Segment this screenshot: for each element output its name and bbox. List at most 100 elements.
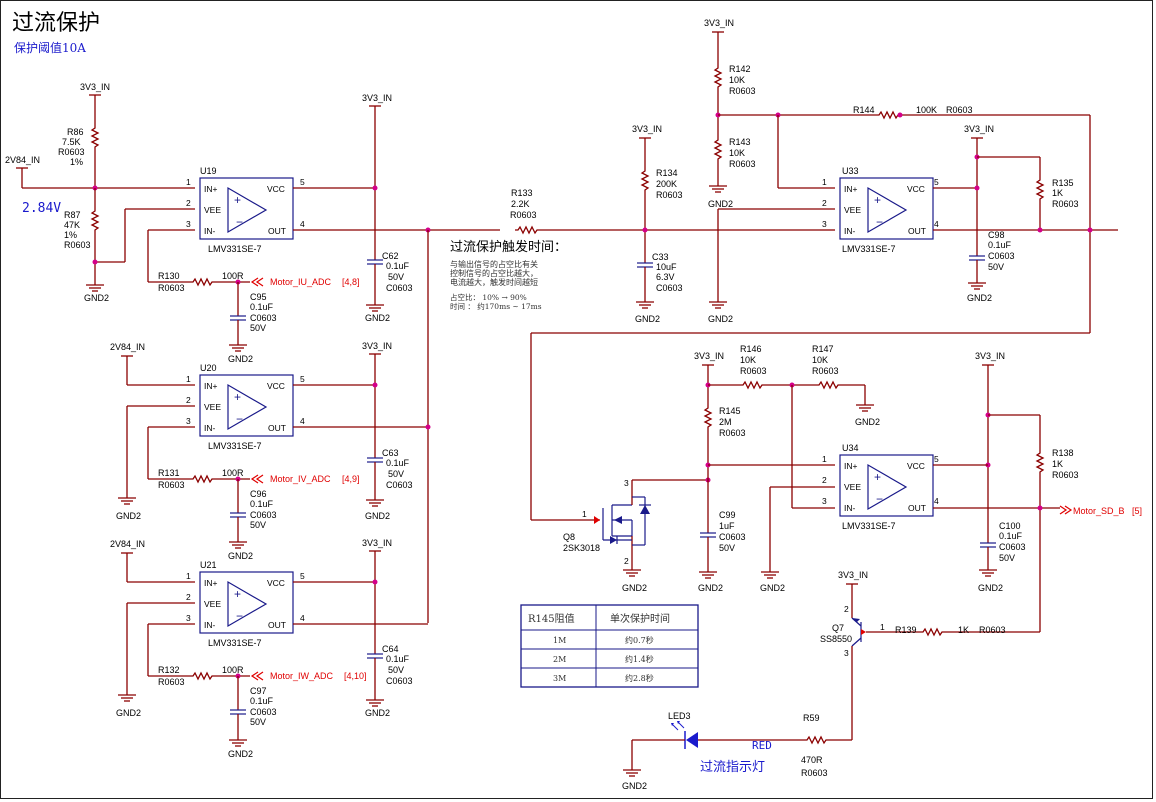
port-motor-iw-ref: [4,10] (344, 671, 367, 681)
net-3v3-r134: 3V3_IN (632, 124, 662, 134)
indicator-label: 过流指示灯 (700, 760, 765, 775)
u19-pin-out: OUT (268, 226, 286, 236)
u20-p4: 4 (300, 416, 305, 426)
gnd-c97: GND2 (228, 749, 253, 759)
net-2v84-left: 2V84_IN (5, 155, 40, 165)
c96-pkg: C0603 (250, 510, 277, 520)
led-icon (686, 732, 698, 748)
c95-pkg: C0603 (250, 313, 277, 323)
gnd-r87: GND2 (84, 293, 109, 303)
u33-ref: U33 (842, 166, 859, 176)
gnd-c63: GND2 (365, 511, 390, 521)
net-3v3-c98: 3V3_IN (964, 124, 994, 134)
c63-volt: 50V (388, 469, 404, 479)
c99-ref: C99 (719, 510, 736, 520)
net-3v3-r86: 3V3_IN (80, 82, 110, 92)
c64-volt: 50V (388, 665, 404, 675)
r86-ref: R86 (67, 127, 84, 137)
u21-p1: 1 (186, 571, 191, 581)
c62-ref: C62 (382, 251, 399, 261)
c97-volt: 50V (250, 717, 266, 727)
r130-ref: R130 (158, 271, 180, 281)
r142-value: 10K (729, 75, 745, 85)
gnd-c64: GND2 (365, 708, 390, 718)
port-motor-iw: Motor_IW_ADC (270, 671, 334, 681)
gnd-c95: GND2 (228, 354, 253, 364)
r135-value: 1K (1052, 188, 1063, 198)
r145-pkg: R0603 (719, 428, 746, 438)
u34-p2: 2 (822, 475, 827, 485)
c98-value: 0.1uF (988, 240, 1012, 250)
r146-value: 10K (740, 355, 756, 365)
table-header-r145: R145阻值 (528, 612, 575, 625)
c97-pkg: C0603 (250, 707, 277, 717)
r138-value: 1K (1052, 459, 1063, 469)
svg-text:−: − (876, 492, 883, 506)
u19-pin-vee: VEE (204, 205, 221, 215)
svg-text:+: + (874, 193, 881, 207)
net-3v3-r146: 3V3_IN (694, 351, 724, 361)
u33-pin-vcc: VCC (907, 184, 925, 194)
u20-pin-vee: VEE (204, 402, 221, 412)
r59-ref: R59 (803, 713, 820, 723)
u34-ref: U34 (842, 443, 859, 453)
u34-p5: 5 (934, 454, 939, 464)
q8-pin3: 3 (624, 478, 629, 488)
r139-ref: R139 (895, 625, 917, 635)
u19-ref: U19 (200, 166, 217, 176)
q7-ref: Q7 (832, 623, 844, 633)
r86-value: 7.5K (62, 137, 81, 147)
gnd-u21-vee: GND2 (116, 708, 141, 718)
r87-tol: 1% (64, 230, 77, 240)
r147-ref: R147 (812, 344, 834, 354)
u19-p3: 3 (186, 219, 191, 229)
r145-value: 2M (719, 417, 732, 427)
gnd-c100: GND2 (978, 583, 1003, 593)
c64-ref: C64 (382, 644, 399, 654)
c95-ref: C95 (250, 292, 267, 302)
c98-pkg: C0603 (988, 251, 1015, 261)
u34-pin-vee: VEE (844, 482, 861, 492)
trigger-line2: 控制信号的占空比越大， (450, 268, 538, 278)
r131-value: 100R (222, 468, 244, 478)
u21-pin-out: OUT (268, 620, 286, 630)
gnd-c98: GND2 (967, 293, 992, 303)
net-3v3-q7: 3V3_IN (838, 570, 868, 580)
u33-pin-out: OUT (908, 226, 926, 236)
r144-value: 100K (916, 105, 937, 115)
u33-p3: 3 (822, 219, 827, 229)
r131-ref: R131 (158, 468, 180, 478)
u34-pin-out: OUT (908, 503, 926, 513)
r138-ref: R138 (1052, 448, 1074, 458)
r144-pkg: R0603 (946, 105, 973, 115)
c100-ref: C100 (999, 521, 1021, 531)
u21-pin-vee: VEE (204, 599, 221, 609)
r86-tol: 1% (70, 157, 83, 167)
page-title: 过流保护 (12, 11, 100, 36)
table-cell-r1c0: 2M (553, 655, 566, 664)
c64-value: 0.1uF (386, 654, 410, 664)
r87-pkg: R0603 (64, 240, 91, 250)
r138-pkg: R0603 (1052, 470, 1079, 480)
u21-p4: 4 (300, 613, 305, 623)
r145-table (520, 604, 699, 688)
r139-value: 1K (958, 625, 969, 635)
u20-ref: U20 (200, 363, 217, 373)
r143-value: 10K (729, 148, 745, 158)
led3-ref: LED3 (668, 711, 691, 721)
r147-value: 10K (812, 355, 828, 365)
r86-pkg: R0603 (58, 147, 85, 157)
u21-p5: 5 (300, 571, 305, 581)
c98-ref: C98 (988, 230, 1005, 240)
r146-ref: R146 (740, 344, 762, 354)
trigger-line4: 占空比： 10% → 90% (450, 292, 527, 302)
u33-pin-vee: VEE (844, 205, 861, 215)
r134-ref: R134 (656, 168, 678, 178)
r132-value: 100R (222, 665, 244, 675)
gnd-led3: GND2 (622, 781, 647, 791)
r133-pkg: R0603 (510, 210, 537, 220)
u21-pin-inp: IN+ (204, 578, 218, 588)
u34-pin-inn: IN- (844, 503, 856, 513)
u20-p3: 3 (186, 416, 191, 426)
